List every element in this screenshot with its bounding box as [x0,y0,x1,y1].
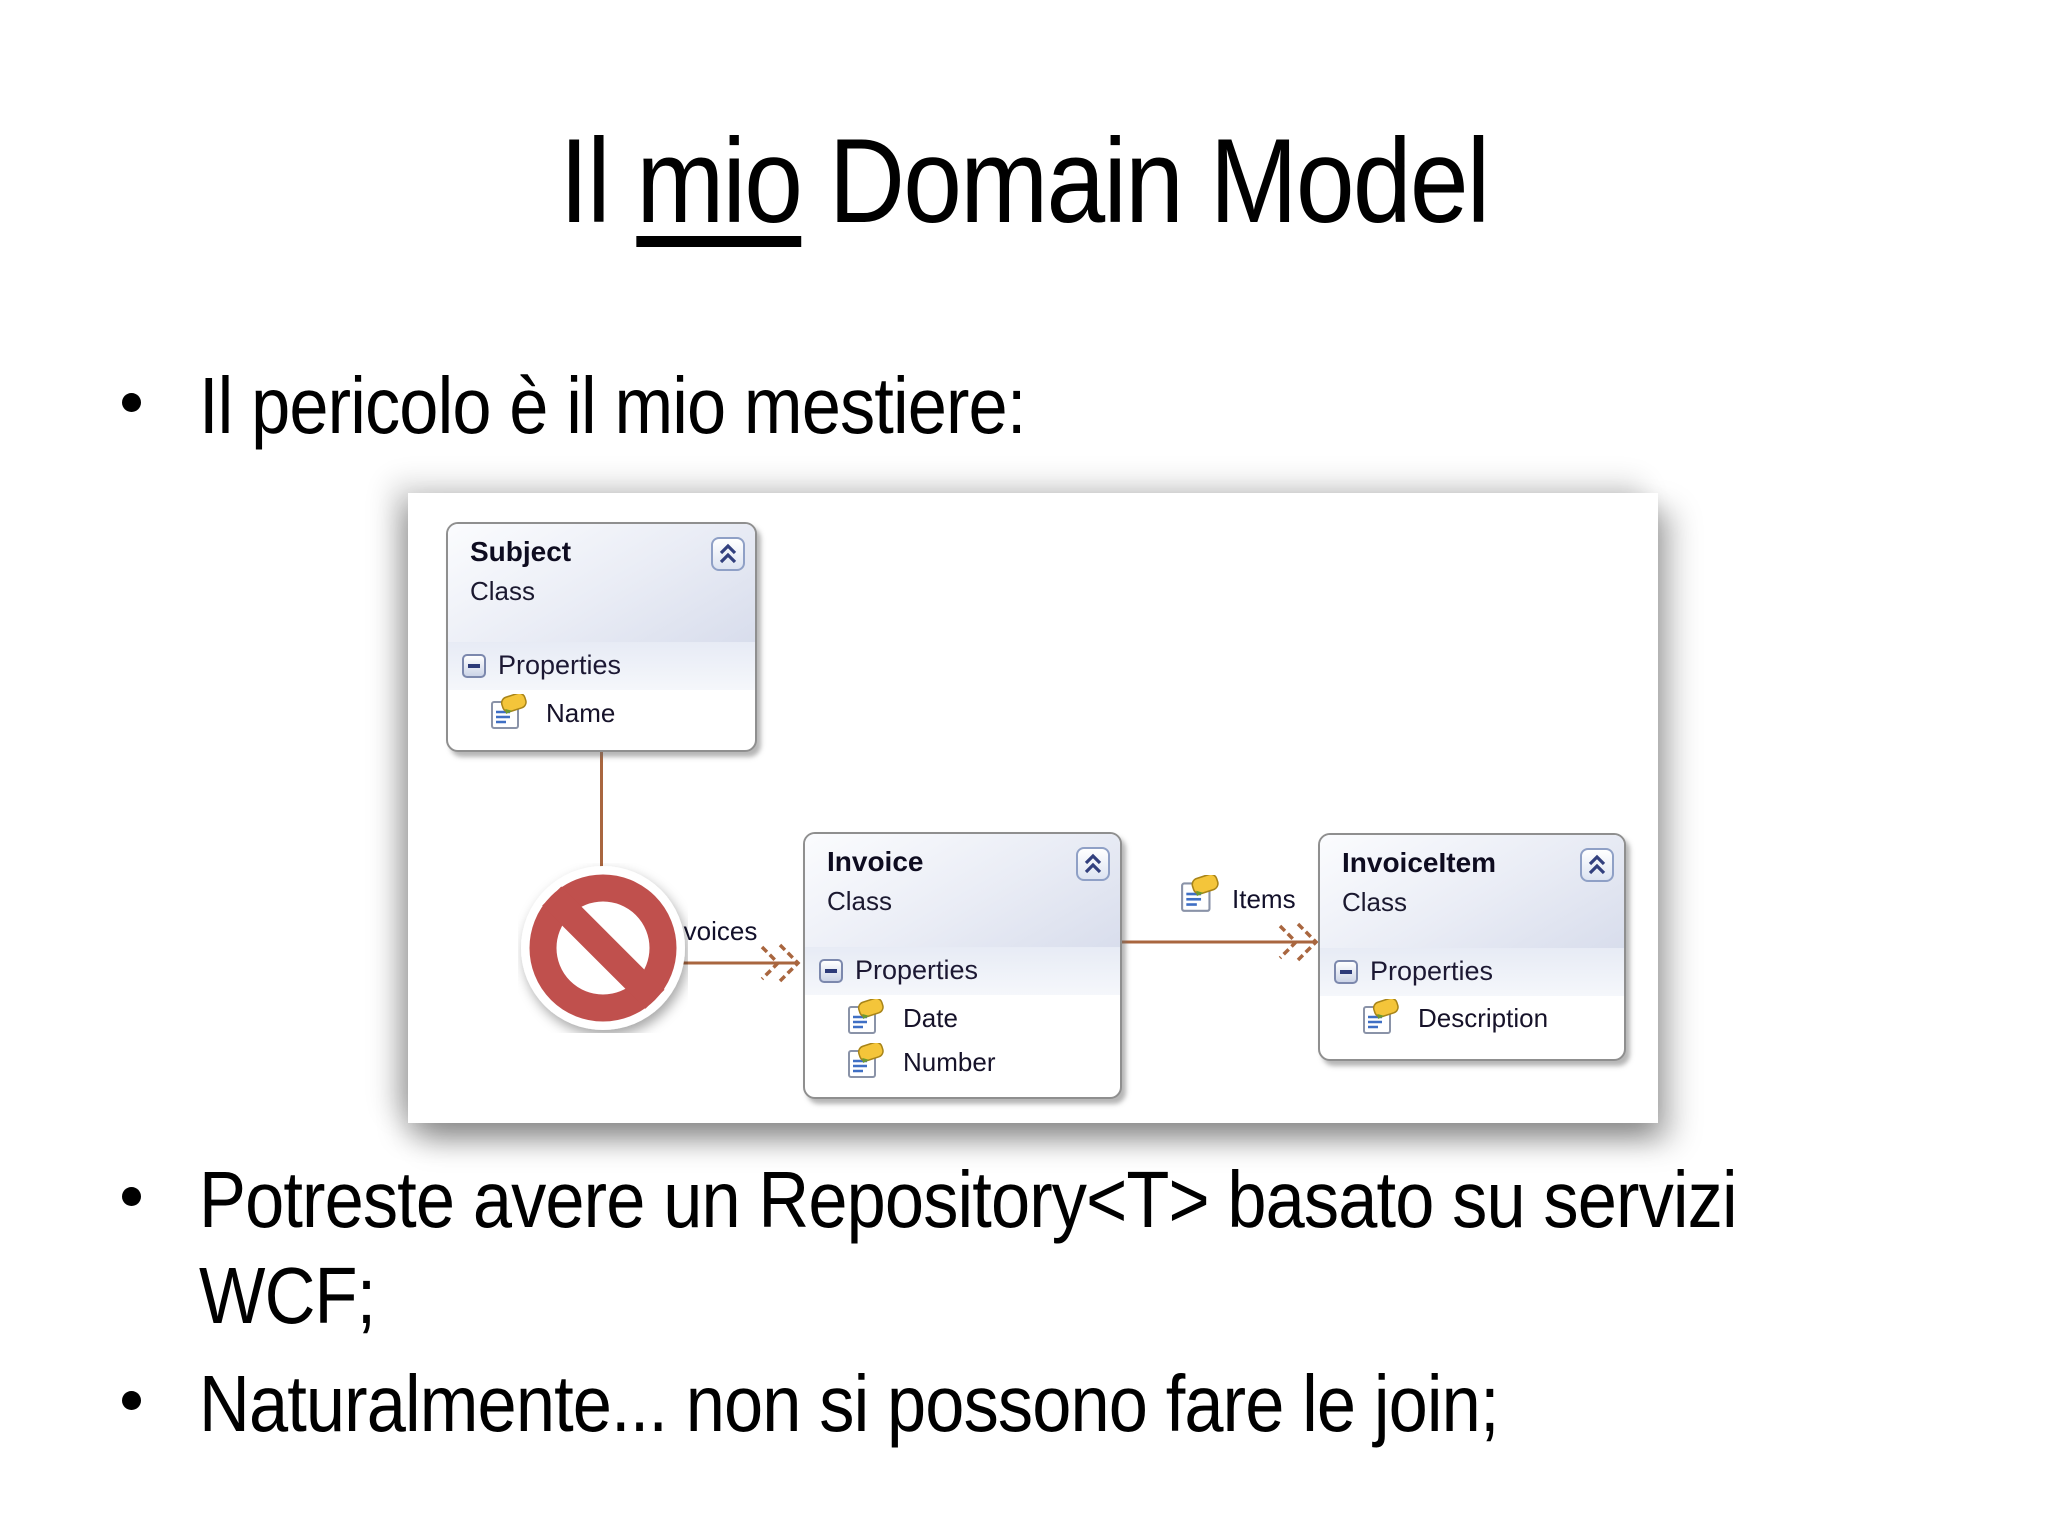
minus-expander-icon[interactable] [1334,960,1358,984]
title-pre: Il [559,114,637,248]
property-row[interactable]: Number [805,1041,1120,1085]
bullet-item-3: Naturalmente... non si possono fare le j… [122,1356,1676,1452]
class-name: Subject [470,536,572,567]
property-label: Description [1418,1003,1549,1033]
class-name: InvoiceItem [1342,847,1497,878]
items-association-property-icon [1180,873,1220,918]
no-entry-icon [521,866,685,1030]
property-label: Date [903,1003,958,1033]
double-chevron-up-icon [1084,853,1102,874]
bullet-3-line-1: Naturalmente... non si possono fare le j… [199,1359,1500,1448]
property-icon [847,1041,885,1084]
class-stereotype: Class [470,576,536,606]
bullet-2-line-1: Potreste avere un Repository<T> basato s… [199,1155,1738,1244]
property-row[interactable]: Name [448,692,755,736]
properties-section: Properties [1320,948,1624,996]
double-chevron-up-icon [1588,854,1606,875]
class-node-subject[interactable]: Subject Class Properties [446,522,757,752]
properties-section: Properties [805,947,1120,995]
class-header [805,834,1120,953]
class-header [1320,835,1624,949]
slide-title: Il mio Domain Model [123,112,1925,250]
property-label: Number [903,1047,996,1077]
properties-label: Properties [498,650,622,680]
association-label-items: Items [1232,884,1296,914]
association-arrow-items [1120,922,1319,962]
property-icon [1362,997,1400,1040]
class-diagram-panel: Invoices Subject Class Properties [408,493,1658,1123]
title-post: Domain Model [801,114,1490,248]
minus-expander-icon[interactable] [819,959,843,983]
bullet-dot [122,393,141,412]
class-node-invoiceitem[interactable]: InvoiceItem Class Properties [1318,833,1626,1061]
double-chevron-up-icon [719,543,737,564]
class-stereotype: Class [1342,887,1408,917]
bullet-item-2: Potreste avere un Repository<T> basato s… [122,1152,1946,1344]
minus-expander-icon[interactable] [462,654,486,678]
class-header [448,524,755,643]
bullet-dot [122,1391,141,1410]
collapse-button[interactable] [711,537,745,571]
bullet-item-1: Il pericolo è il mio mestiere: [122,358,1138,454]
class-name: Invoice [827,846,924,877]
property-icon [847,997,885,1040]
property-icon [490,692,528,735]
properties-label: Properties [1370,956,1494,986]
properties-section: Properties [448,642,755,690]
bullet-dot [122,1187,141,1206]
property-row[interactable]: Date [805,997,1120,1041]
collapse-button[interactable] [1580,848,1614,882]
property-label: Name [546,698,616,728]
bullet-2-line-2: WCF; [199,1251,376,1340]
class-stereotype: Class [827,886,893,916]
association-line-subject-invoice [600,748,603,872]
property-row[interactable]: Description [1320,997,1624,1041]
properties-label: Properties [855,955,979,985]
title-underlined-word: mio [636,114,803,248]
class-node-invoice[interactable]: Invoice Class Properties [803,832,1122,1099]
bullet-1-line-1: Il pericolo è il mio mestiere: [199,361,1026,450]
collapse-button[interactable] [1076,847,1110,881]
